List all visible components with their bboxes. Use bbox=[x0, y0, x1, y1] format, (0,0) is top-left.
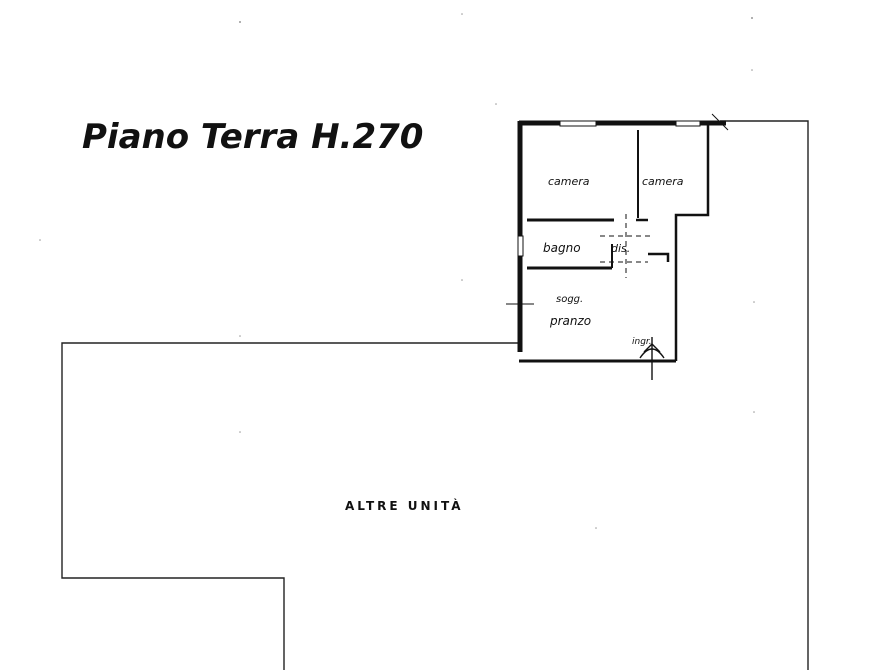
room-label-disimpegno: dis. bbox=[611, 242, 630, 255]
room-label-ingresso: ingr. bbox=[632, 337, 652, 347]
room-label-camera-2: camera bbox=[642, 175, 684, 188]
construction-marks bbox=[506, 113, 729, 316]
other-units-outline bbox=[61, 120, 809, 670]
room-label-pranzo: pranzo bbox=[549, 314, 591, 328]
room-label-camera-1: camera bbox=[548, 175, 590, 188]
plan-title: Piano Terra H.270 bbox=[82, 117, 423, 157]
room-label-bagno: bagno bbox=[543, 241, 581, 255]
other-units-label: ALTRE UNITÀ bbox=[345, 498, 464, 513]
scan-speckles bbox=[39, 13, 755, 529]
entrance-arrow-icon bbox=[639, 337, 665, 380]
windows bbox=[517, 120, 701, 257]
room-label-soggiorno: sogg. bbox=[556, 294, 583, 305]
